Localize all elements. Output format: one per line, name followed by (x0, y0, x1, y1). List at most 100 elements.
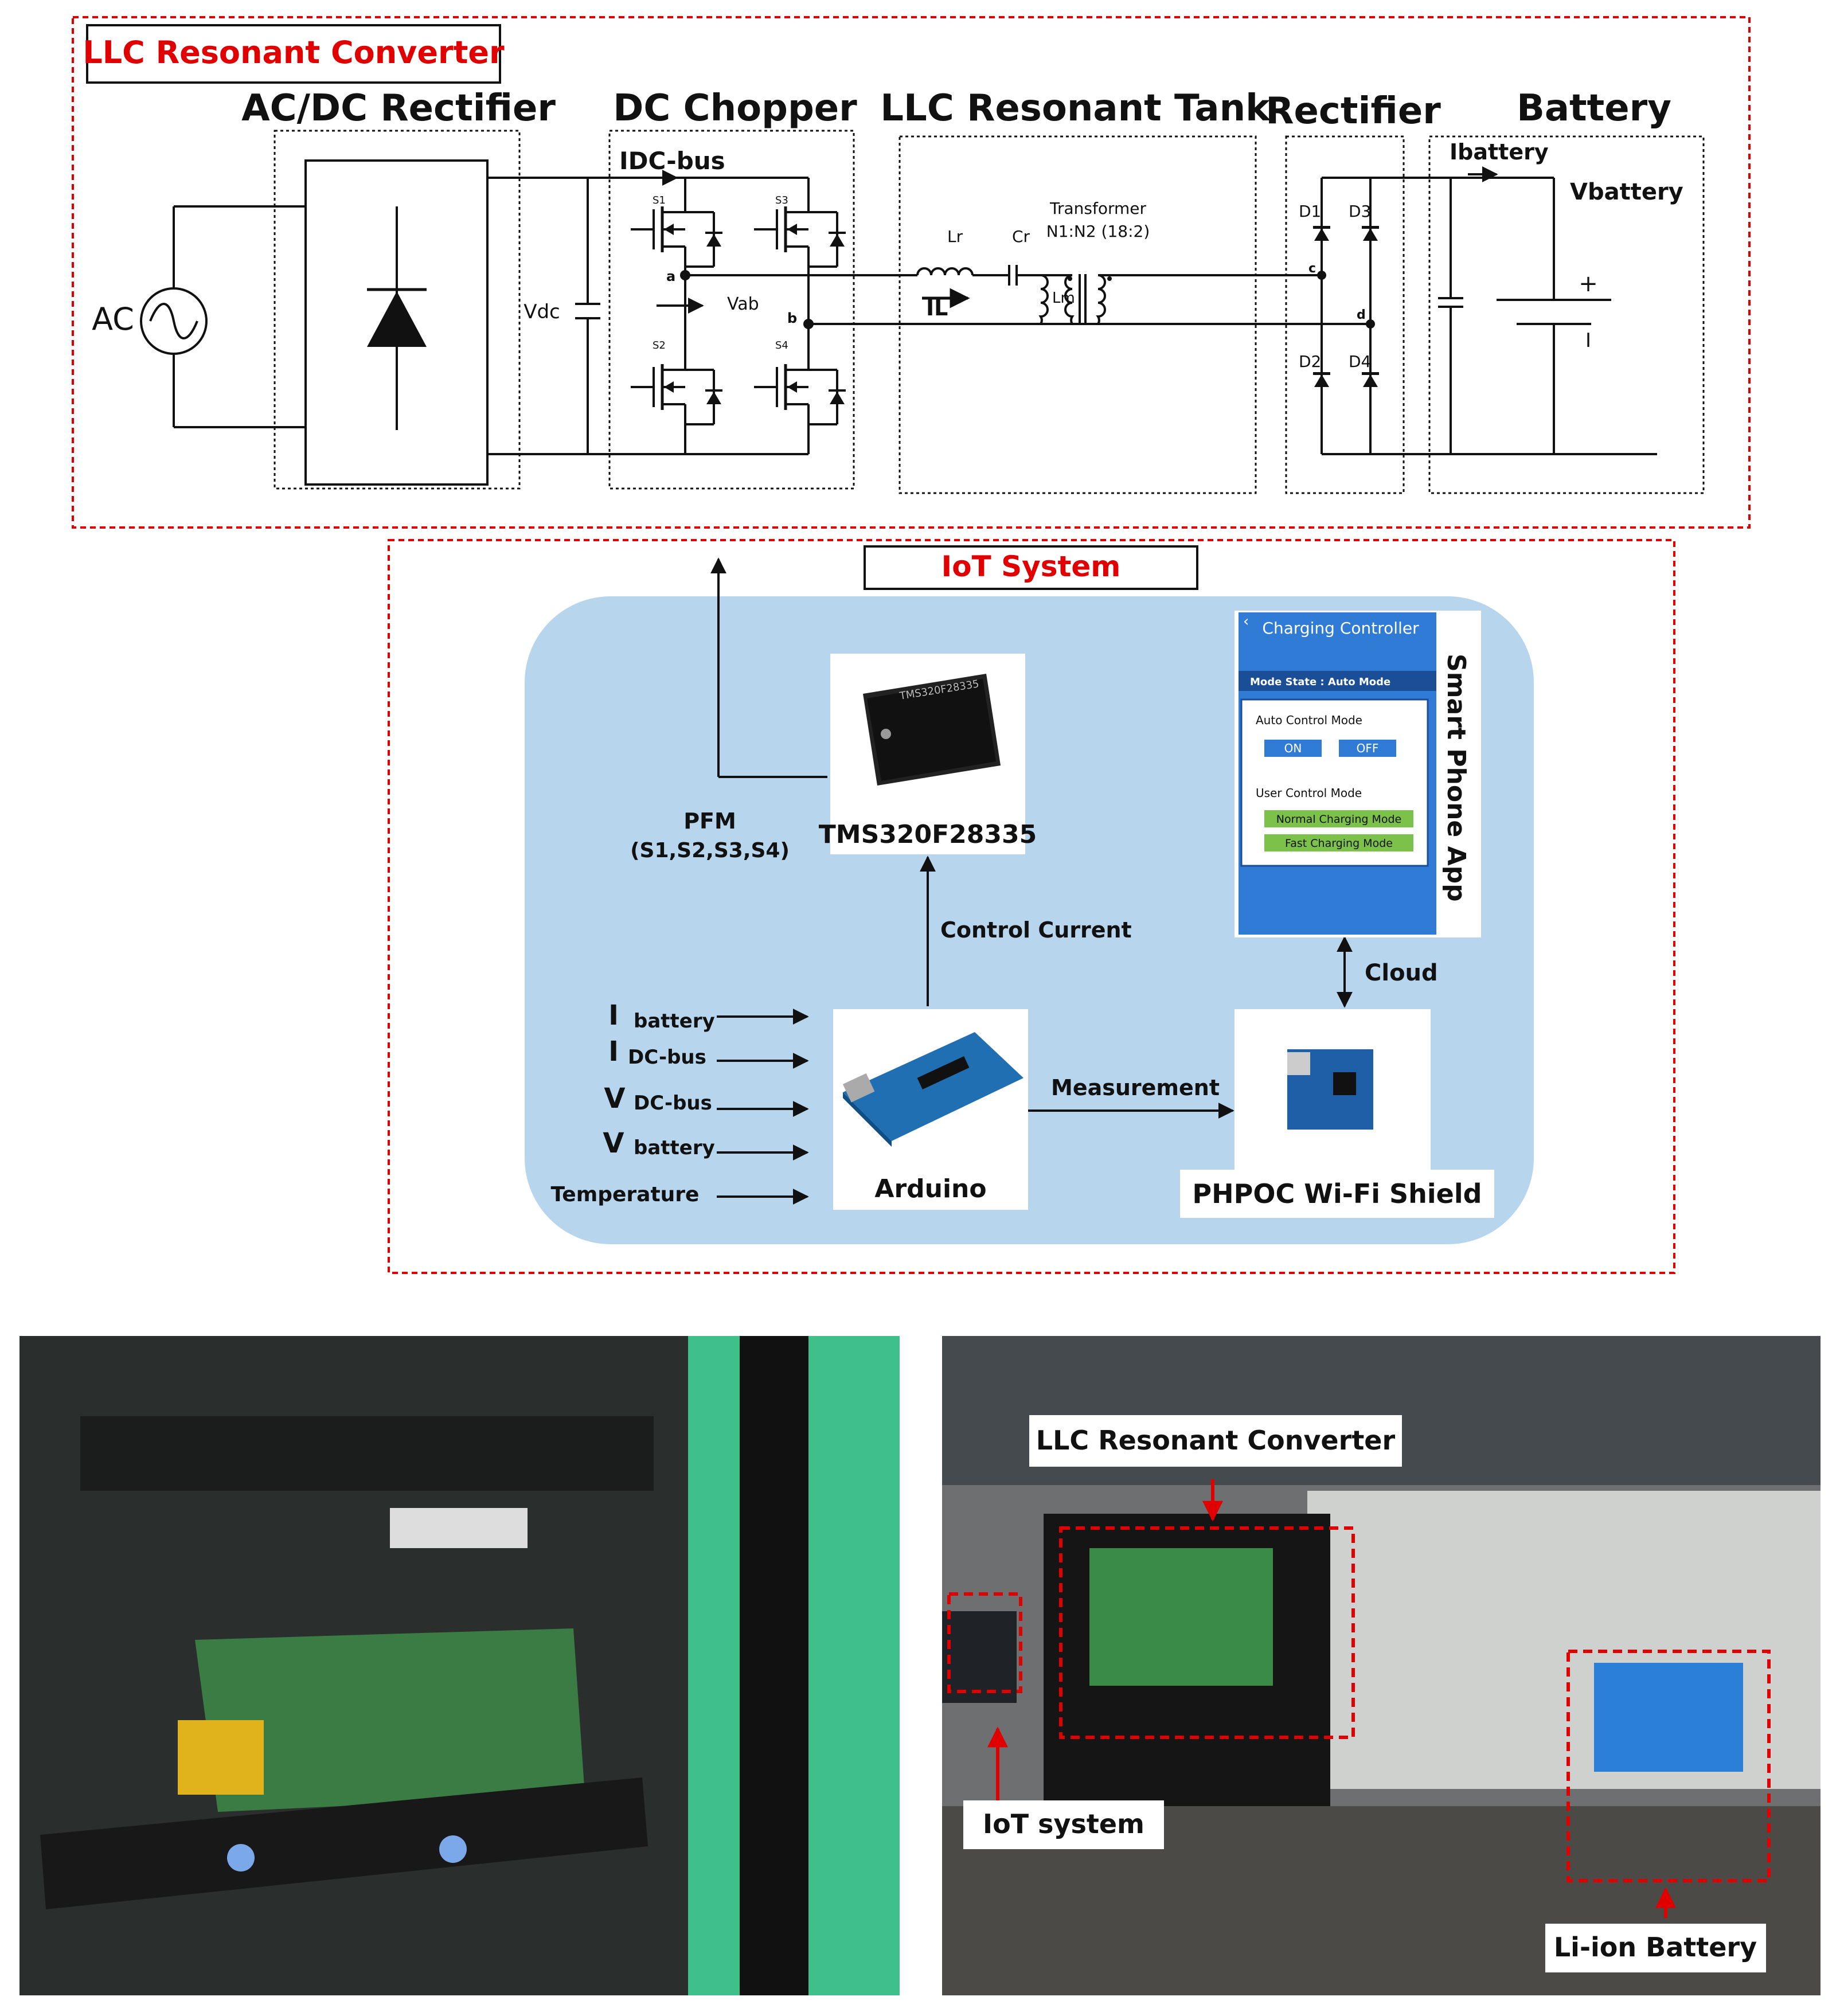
app-mode-state: Mode State : Auto Mode (1250, 676, 1390, 688)
resonant-tank (685, 265, 1365, 325)
heading-dc-chopper: DC Chopper (613, 87, 857, 130)
node-c: c (1308, 261, 1316, 276)
dot-primary (1068, 276, 1072, 281)
block-borders (274, 130, 1705, 494)
input-2-main: V (604, 1083, 625, 1115)
callout-battery-box (1566, 1650, 1771, 1882)
label-il: IL (926, 295, 948, 321)
ac-source (140, 205, 306, 428)
llc-title: LLC Resonant Converter (83, 34, 505, 71)
app-normal-label: Normal Charging Mode (1276, 813, 1401, 826)
callout-iot-label: IoT system (983, 1808, 1144, 1839)
label-plus: + (1579, 271, 1598, 297)
app-header: Charging Controller (1262, 619, 1419, 638)
input-3-sub: battery (634, 1136, 715, 1159)
label-d2: D2 (1299, 352, 1321, 371)
dsp-chip-image: TMS320F28335 (863, 674, 1001, 786)
rectifier-diodes (1313, 226, 1379, 387)
dot-secondary (1107, 276, 1112, 281)
app-on-button[interactable] (1264, 740, 1322, 757)
iot-title: IoT System (942, 550, 1121, 583)
dsp-label: TMS320F28335 (819, 820, 1037, 849)
label-pfm-switches: (S1,S2,S3,S4) (630, 839, 790, 862)
node-d: d (1357, 308, 1366, 322)
label-lr: Lr (947, 227, 963, 246)
label-d3: D3 (1349, 202, 1371, 221)
app-normal-button[interactable] (1264, 810, 1413, 827)
battery-circuit (1438, 177, 1611, 454)
label-minus: I (1585, 329, 1591, 352)
label-measurement: Measurement (1051, 1075, 1220, 1100)
mosfet-s1 (631, 189, 722, 287)
node-a: a (666, 268, 675, 284)
llc-section-border (72, 16, 1751, 529)
photo-right: LLC Resonant Converter IoT system Li-ion… (942, 1336, 1821, 1995)
callout-llc-label: LLC Resonant Converter (1036, 1425, 1396, 1456)
heading-acdc-rectifier: AC/DC Rectifier (241, 87, 556, 130)
input-2-sub: DC-bus (634, 1092, 712, 1115)
label-ac: AC (92, 301, 134, 337)
heading-battery: Battery (1517, 87, 1671, 130)
acdc-rectifier-symbol (304, 159, 489, 486)
callout-battery-label: Li-ion Battery (1554, 1932, 1757, 1963)
app-fast-label: Fast Charging Mode (1285, 837, 1393, 850)
callout-llc-box (1059, 1526, 1355, 1739)
smartphone-label: Smart Phone App (1441, 654, 1471, 902)
callout-iot-box (947, 1592, 1022, 1693)
label-control-current: Control Current (940, 917, 1132, 943)
label-lm: Lm (1052, 290, 1075, 307)
app-fast-button[interactable] (1264, 834, 1413, 851)
label-idc-bus: IDC-bus (619, 147, 725, 175)
input-3-main: V (603, 1127, 624, 1159)
llc-title-box (86, 24, 501, 84)
label-ibattery: Ibattery (1450, 139, 1549, 165)
label-vdc: Vdc (524, 300, 560, 323)
mosfet-s2 (631, 347, 722, 444)
node-b: b (787, 310, 797, 326)
callout-battery-label-box (1545, 1924, 1766, 1972)
app-user-label: User Control Mode (1256, 786, 1362, 800)
sensor-inputs: I battery I DC-bus V DC-bus V battery Te… (551, 999, 809, 1206)
app-auto-label: Auto Control Mode (1256, 713, 1362, 727)
callout-iot-label-box (963, 1800, 1164, 1849)
mosfet-s3 (754, 189, 846, 287)
wifi-shield-label: PHPOC Wi-Fi Shield (1192, 1178, 1482, 1209)
app-on-label: ON (1284, 741, 1302, 755)
callout-llc-label-box (1029, 1415, 1402, 1467)
pfm-feedback-line (710, 557, 827, 778)
label-d4: D4 (1349, 352, 1371, 371)
app-off-button[interactable] (1339, 740, 1396, 757)
app-back-chevron: ‹ (1243, 613, 1249, 630)
h-bridge (631, 178, 846, 454)
input-1-main: I (608, 1036, 619, 1068)
wifi-shield-image (1287, 1049, 1373, 1130)
input-1-sub: DC-bus (628, 1046, 706, 1069)
label-s2: S2 (653, 339, 666, 351)
label-s1: S1 (653, 194, 666, 206)
output-rectifier (1321, 177, 1657, 455)
label-pfm: PFM (683, 808, 736, 834)
mosfet-s4 (754, 347, 846, 444)
heading-llc-tank: LLC Resonant Tank (880, 87, 1271, 130)
input-0-sub: battery (634, 1010, 715, 1033)
heading-rectifier: Rectifier (1265, 90, 1441, 132)
wifi-shield-label-box (1180, 1170, 1494, 1218)
iot-title-box (864, 545, 1198, 590)
photo-left (19, 1336, 900, 1995)
input-0-main: I (608, 999, 619, 1032)
input-4-main: Temperature (551, 1183, 700, 1206)
label-vab: Vab (727, 294, 759, 314)
label-s4: S4 (775, 339, 788, 351)
label-cr: Cr (1012, 227, 1030, 246)
arduino-label: Arduino (874, 1174, 986, 1204)
label-d1: D1 (1299, 202, 1321, 221)
label-transformer: Transformer (1049, 199, 1147, 218)
label-turns-ratio: N1:N2 (18:2) (1046, 222, 1150, 241)
arduino-board-image (842, 1032, 1023, 1147)
app-mode-bar (1239, 671, 1436, 691)
label-cloud: Cloud (1365, 960, 1438, 986)
app-off-label: OFF (1357, 741, 1379, 755)
label-s3: S3 (775, 194, 788, 206)
iot-section-border (388, 539, 1675, 1274)
